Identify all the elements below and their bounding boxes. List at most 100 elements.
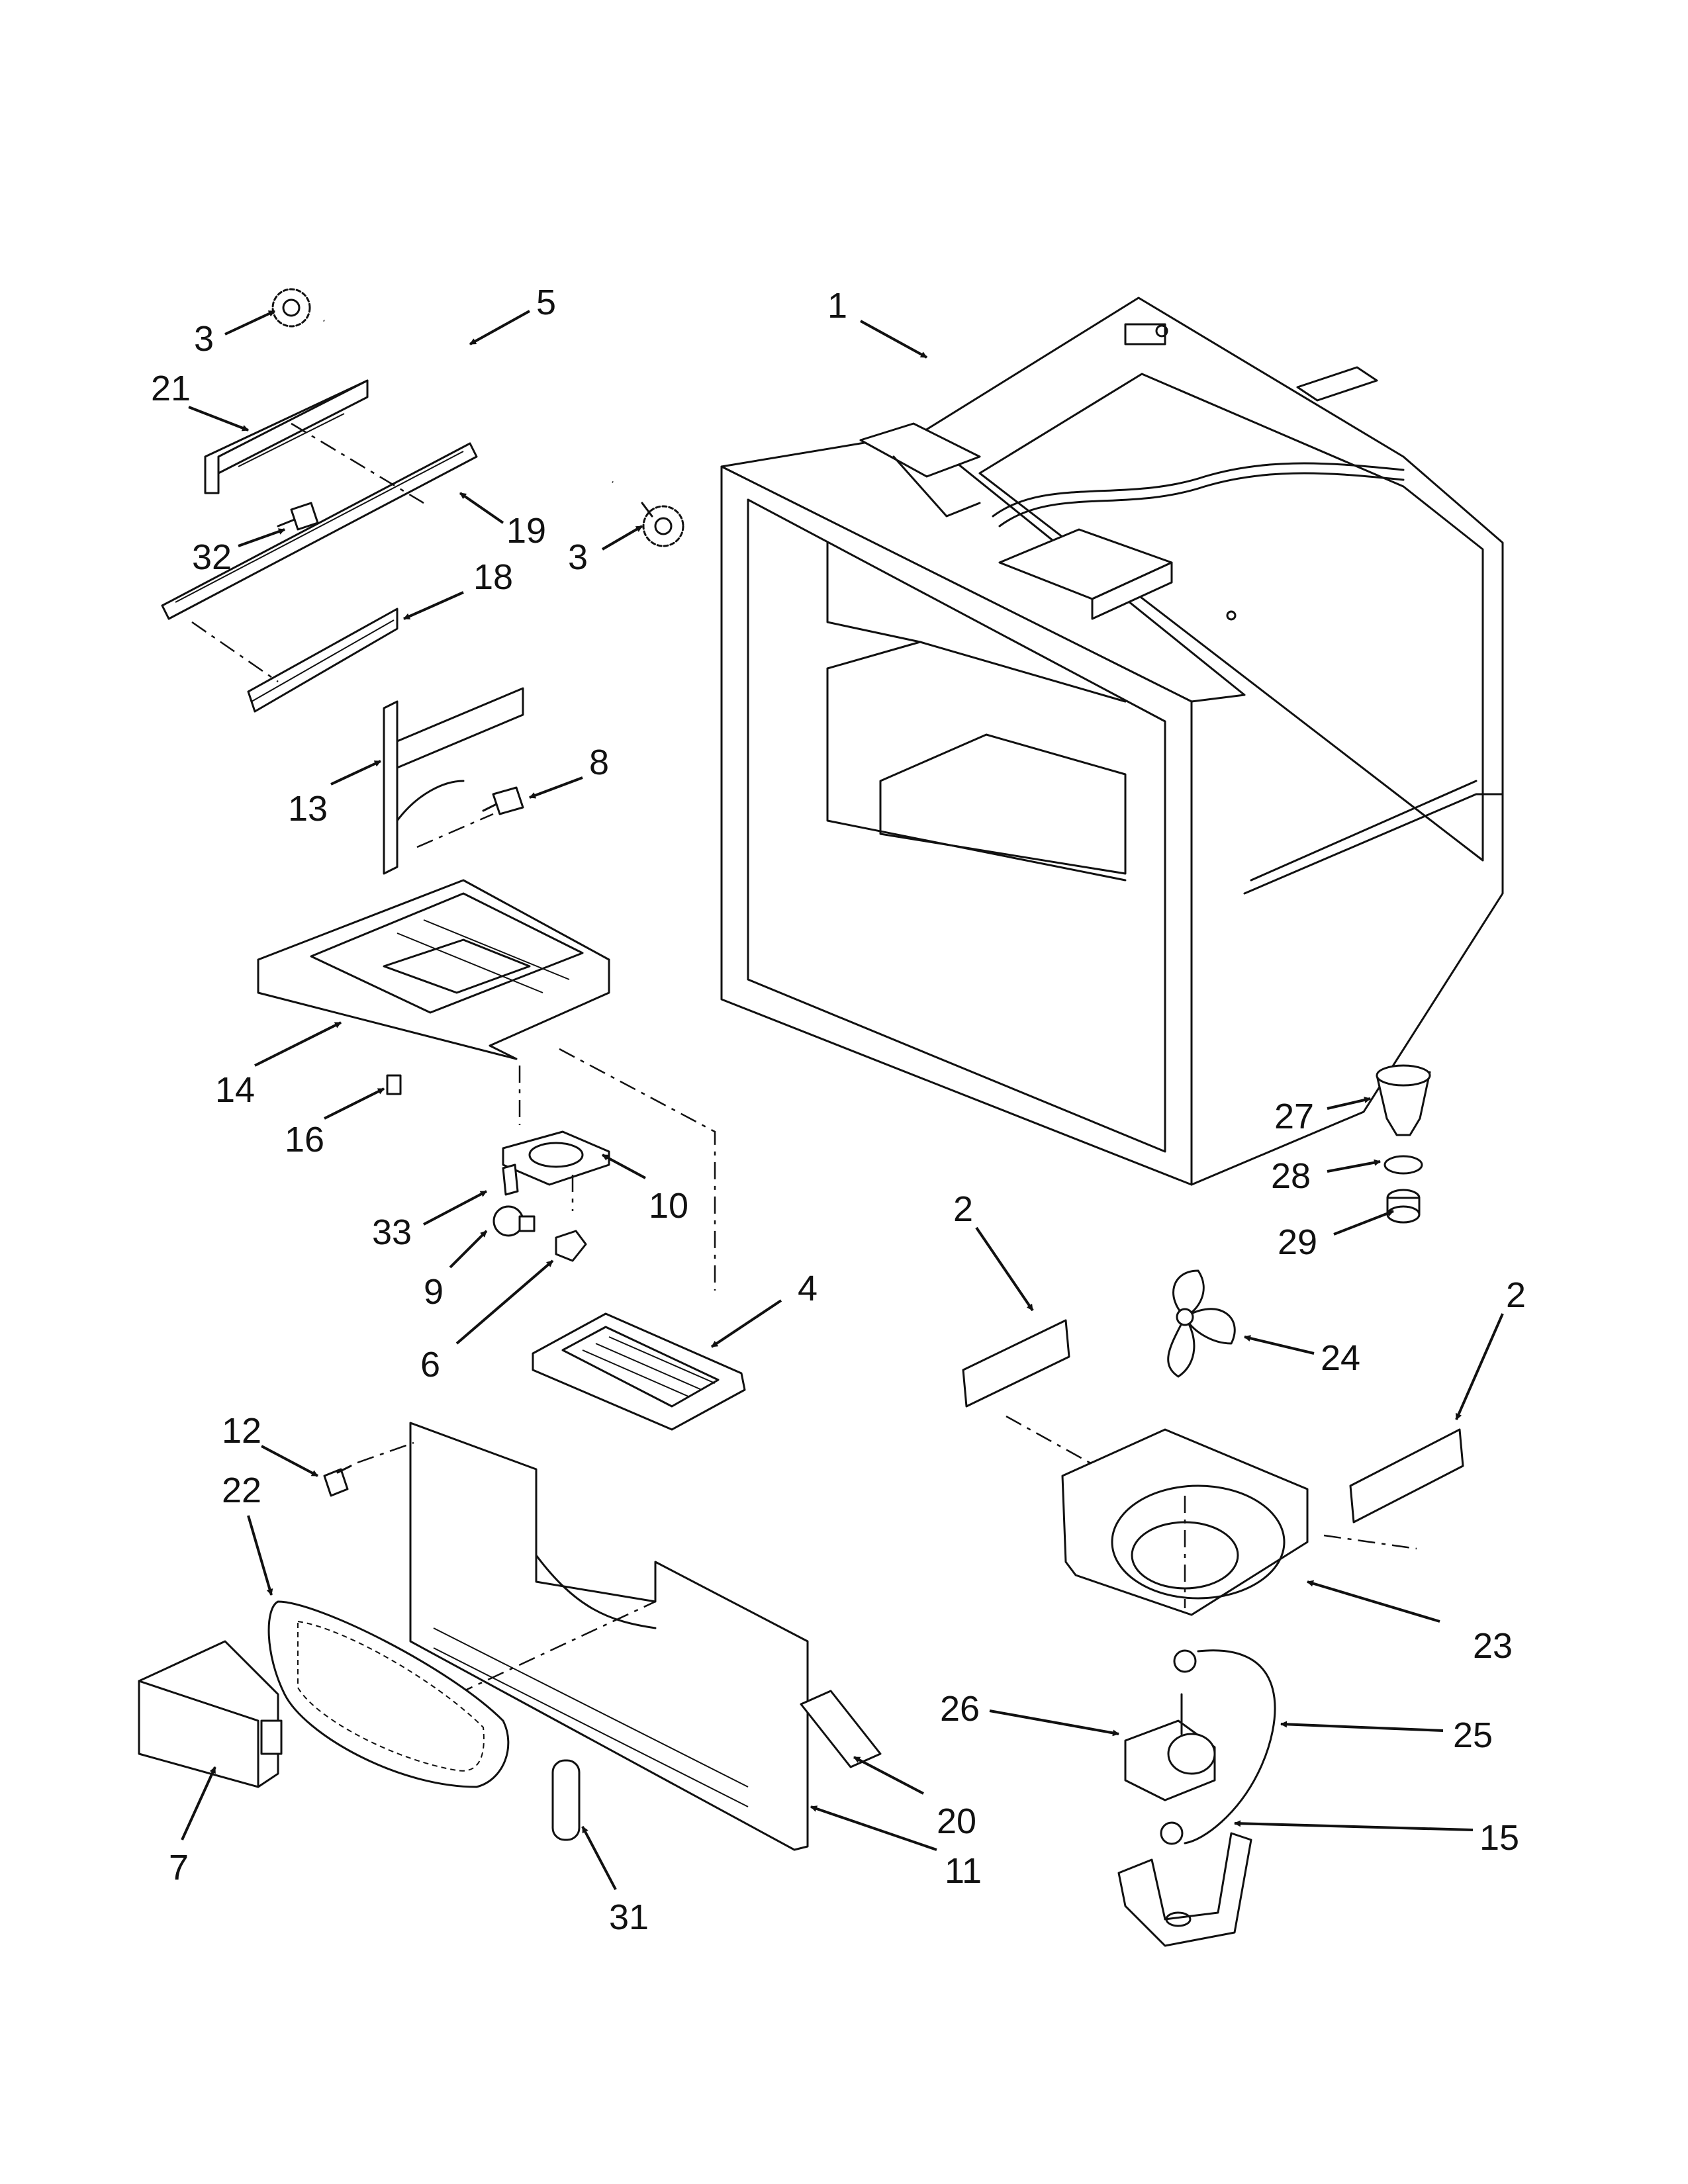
callout-28: 28 [1271, 1156, 1311, 1196]
callout-5: 5 [536, 283, 556, 322]
hidden-line-23-2 [1323, 1534, 1417, 1550]
leader-23 [1307, 1580, 1440, 1623]
leader-32 [238, 528, 285, 547]
hidden-line-13-8 [416, 813, 494, 848]
callout-22: 22 [222, 1471, 261, 1510]
callout-2a: 2 [953, 1189, 973, 1229]
hidden-line-19-18 [191, 621, 279, 683]
part-21-rail-bracket [204, 379, 369, 494]
part-9-bulb [492, 1205, 536, 1237]
callout-18: 18 [473, 557, 513, 597]
leader-24 [1244, 1335, 1315, 1355]
part-12-screw [323, 1465, 352, 1497]
callout-26: 26 [940, 1689, 980, 1729]
part-motor-grommet-bottom [1160, 1821, 1184, 1845]
hidden-line-12-11 [357, 1441, 414, 1464]
part-28-ring [1383, 1155, 1423, 1175]
callout-21: 21 [151, 369, 191, 408]
callout-23: 23 [1473, 1626, 1513, 1666]
part-31-sensor [551, 1759, 581, 1841]
leader-6 [455, 1259, 554, 1345]
leader-5 [469, 310, 530, 345]
part-16-switch [386, 1074, 402, 1095]
leader-3a [224, 310, 275, 336]
callout-20: 20 [937, 1801, 976, 1841]
part-14-housing [257, 879, 610, 1060]
leader-20 [853, 1756, 924, 1795]
part-27-cup [1376, 1064, 1431, 1136]
callout-11: 11 [945, 1851, 982, 1891]
part-5-rod [323, 319, 614, 484]
leader-9 [449, 1230, 488, 1269]
leader-25 [1280, 1721, 1444, 1732]
leader-2a [975, 1226, 1034, 1312]
callout-32: 32 [192, 537, 232, 577]
part-8-screw [482, 786, 524, 815]
leader-33 [423, 1190, 487, 1226]
leader-lines [181, 310, 1504, 1890]
part-26-fan-motor [1124, 1693, 1216, 1801]
leader-22 [247, 1515, 273, 1596]
leader-8 [529, 776, 583, 799]
part-1-freezer-liner [720, 296, 1504, 1186]
callout-14: 14 [215, 1070, 255, 1110]
callout-8: 8 [589, 743, 609, 782]
callout-13: 13 [288, 789, 328, 829]
callout-4: 4 [798, 1269, 818, 1308]
part-25-wire-harness [1184, 1649, 1276, 1844]
callout-31: 31 [609, 1897, 649, 1937]
leader-26 [989, 1709, 1119, 1737]
leader-2b [1455, 1313, 1504, 1420]
leader-31 [581, 1826, 617, 1890]
part-2-pad-right [1349, 1428, 1464, 1524]
part-19-slide-rail [161, 442, 478, 620]
callout-15: 15 [1479, 1818, 1519, 1858]
part-6-socket [555, 1230, 587, 1262]
callout-10: 10 [649, 1186, 688, 1226]
leader-1 [860, 320, 927, 359]
callout-6: 6 [420, 1345, 440, 1385]
callout-7: 7 [169, 1848, 189, 1888]
part-11-panel [409, 1422, 809, 1851]
part-4-drip-tray [532, 1312, 746, 1431]
leader-12 [261, 1445, 318, 1477]
part-29-grommet [1386, 1189, 1421, 1224]
callout-3a: 3 [194, 319, 214, 359]
part-32-screw [277, 502, 319, 531]
part-18-slide-rail [247, 608, 399, 713]
part-10-lamp-housing [502, 1130, 610, 1186]
callout-25: 25 [1453, 1715, 1493, 1755]
part-22-grille [267, 1600, 510, 1788]
callout-9: 9 [424, 1272, 444, 1312]
part-33-screw [502, 1163, 519, 1196]
callout-12: 12 [222, 1411, 261, 1451]
callout-24: 24 [1321, 1338, 1360, 1378]
callout-2b: 2 [1506, 1275, 1526, 1315]
hidden-line-21-19 [291, 422, 424, 504]
leader-11 [810, 1805, 937, 1851]
callout-16: 16 [285, 1120, 324, 1160]
leader-15 [1234, 1820, 1474, 1831]
part-15-motor-bracket [1117, 1832, 1252, 1947]
leader-7 [181, 1766, 216, 1841]
hidden-line-14-4 [559, 1048, 716, 1291]
part-motor-grommet-top [1173, 1649, 1197, 1673]
part-13-bracket [383, 687, 524, 875]
part-3-gear-top [271, 288, 311, 328]
leader-29 [1333, 1210, 1394, 1236]
leader-10 [602, 1154, 646, 1179]
leader-18 [403, 591, 464, 620]
callout-33: 33 [372, 1212, 412, 1252]
leader-13 [330, 760, 381, 786]
leader-27 [1327, 1097, 1371, 1110]
callout-29: 29 [1278, 1222, 1317, 1262]
leader-4 [710, 1299, 782, 1348]
part-23-fan-shroud [1061, 1428, 1309, 1616]
part-7-cover [138, 1640, 283, 1788]
part-20-insulation-strip [800, 1690, 882, 1768]
callout-1: 1 [827, 286, 847, 326]
part-24-fan-blade [1167, 1269, 1236, 1378]
leader-16 [324, 1087, 385, 1120]
leader-19 [459, 492, 504, 524]
